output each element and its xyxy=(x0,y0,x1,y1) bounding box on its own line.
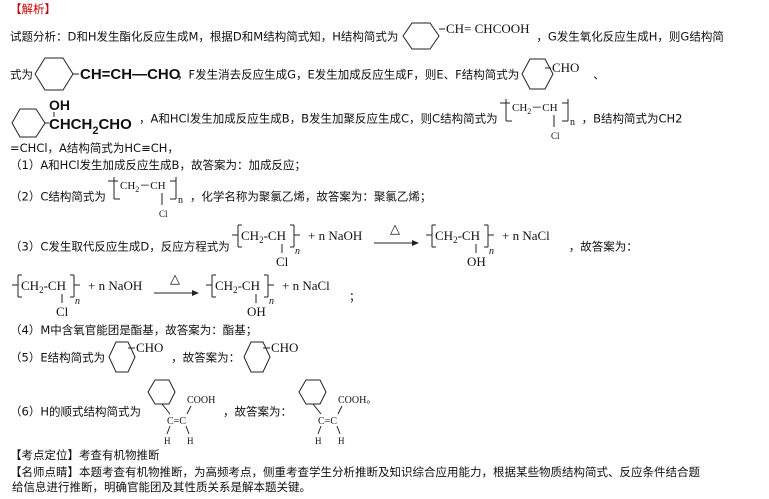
svg-text:+ n NaCl: + n NaCl xyxy=(282,278,330,293)
svg-text:C=C: C=C xyxy=(167,416,186,427)
structure-e: CHO xyxy=(521,58,580,90)
svg-text:CHO: CHO xyxy=(136,340,163,355)
svg-text:+ n NaOH: + n NaOH xyxy=(88,278,142,293)
answer-2: （2）C结构简式为 xyxy=(10,189,106,204)
svg-text:OH: OH xyxy=(467,254,486,269)
section-header: 【解析】 xyxy=(10,2,56,16)
analysis-line-1: 试题分析：D和H发生酯化反应生成M，根据D和M结构简式知，H结构简式为 CH= … xyxy=(10,21,765,53)
analysis-line-3: OH CHCH2CHO ，A和HCl发生加成反应生成B，B发生加聚反应生成C，则… xyxy=(10,97,765,141)
answer-5-line: （5）E结构简式为 CHO ，故答案为： CHO xyxy=(10,340,765,376)
svg-text:CH=CH—CHO: CH=CH—CHO xyxy=(80,66,181,83)
svg-text:n: n xyxy=(178,195,183,206)
answer-4: （4）M中含氧官能团是酯基，故答案为：酯基； xyxy=(10,323,258,337)
answer-6: （6）H的顺式结构简式为 xyxy=(10,404,141,419)
teacher-note: 【名师点睛】本题考查有机物推断，为高频考点，侧重考查学生分析推断及知识综合应用能… xyxy=(10,465,765,480)
exam-point-text: 考查有机物推断 xyxy=(79,448,160,462)
svg-text:Cl: Cl xyxy=(56,304,69,319)
svg-text:△: △ xyxy=(170,271,180,286)
svg-text:H: H xyxy=(338,436,345,446)
teacher-note-text: 本题考查有机物推断，为高频考点，侧重考查学生分析推断及知识综合应用能力，根据某些… xyxy=(79,465,700,479)
answer-3-line: （3）C发生取代反应生成D，反应方程式为 CH2-CH Cl n + n NaO… xyxy=(10,221,765,271)
reaction-equation: CH2-CH Cl n + n NaOH △ CH2-CH OH n + n N… xyxy=(231,221,550,269)
answer-6-text: ，故答案为： xyxy=(222,404,292,419)
svg-text:n: n xyxy=(269,296,274,307)
answer-5: （5）E结构简式为 xyxy=(10,350,106,365)
svg-text:CH2-CH: CH2-CH xyxy=(241,228,286,245)
svg-text:CH2－CH: CH2－CH xyxy=(120,180,166,194)
answer-2-text: ，化学名称为聚氯乙烯，故答案为：聚氯乙烯； xyxy=(189,189,432,204)
svg-text:COOH。: COOH。 xyxy=(338,395,376,406)
exam-point: 【考点定位】考查有机物推断 xyxy=(10,448,765,463)
svg-text:CHCH2CHO: CHCH2CHO xyxy=(49,116,132,137)
structure-e-answer: CHO xyxy=(243,340,299,373)
structure-h: CH= CHCOOH xyxy=(402,21,530,50)
svg-text:OH: OH xyxy=(247,304,266,319)
analysis-text: ，B结构简式为CH2 xyxy=(581,111,683,126)
svg-text:CH2-CH: CH2-CH xyxy=(21,278,66,295)
svg-text:+ n NaOH: + n NaOH xyxy=(308,228,362,243)
analysis-text: ，F发生消去反应生成G，E发生加成反应生成F，则E、F结构简式为 xyxy=(177,67,520,82)
svg-text:H: H xyxy=(187,436,194,446)
structure-c: CH2－CH Cl n xyxy=(499,99,575,141)
answer-2-line: （2）C结构简式为 CH2－CH Cl n ，化学名称为聚氯乙烯，故答案为：聚氯… xyxy=(10,175,765,219)
svg-text:CH2－CH: CH2－CH xyxy=(512,102,558,116)
structure-c: CH2－CH Cl n xyxy=(107,177,183,219)
teacher-note-cont: 给信息进行推断，明确官能团及其性质关系是解本题关键。 xyxy=(12,480,311,494)
svg-text:n: n xyxy=(295,246,300,257)
structure-g: CH=CH—CHO xyxy=(34,57,181,91)
svg-text:CH2-CH: CH2-CH xyxy=(215,278,260,295)
teacher-note-tag: 【名师点睛】 xyxy=(10,465,79,479)
analysis-text: 式为 xyxy=(10,67,33,82)
exam-point-tag: 【考点定位】 xyxy=(10,448,79,462)
analysis-text: =CHCl，A结构简式为HC≡CH， xyxy=(10,141,179,155)
answer-1: （1）A和HCl发生加成反应生成B，故答案为：加成反应； xyxy=(10,158,306,172)
svg-text:n: n xyxy=(489,246,494,257)
svg-text:△: △ xyxy=(390,221,400,236)
svg-text:CH2-CH: CH2-CH xyxy=(435,228,480,245)
analysis-line-2: 式为 CH=CH—CHO ，F发生消去反应生成G，E发生加成反应生成F，则E、F… xyxy=(10,57,765,93)
svg-text:CH= CHCOOH: CH= CHCOOH xyxy=(446,21,530,36)
svg-text:Cl: Cl xyxy=(159,209,168,219)
punctuation: ； xyxy=(349,289,361,304)
structure-e: CHO xyxy=(108,340,164,373)
svg-text:COOH: COOH xyxy=(187,395,215,406)
structure-h-cis: C=C COOH H H xyxy=(147,379,215,446)
analysis-text: ，G发生氧化反应生成H，则G结构简 xyxy=(536,29,724,44)
reaction-equation-answer: CH2-CH Cl n + n NaOH △ CH2-CH OH n + n N… xyxy=(12,271,330,319)
separator: 、 xyxy=(593,67,605,82)
structure-h-cis-answer: C=C COOH。 H H xyxy=(298,379,376,446)
answer-6-line: （6）H的顺式结构简式为 C=C COOH H H ，故答案为： C=C COOH… xyxy=(10,378,765,446)
svg-text:H: H xyxy=(164,436,171,446)
answer-5-text: ，故答案为： xyxy=(171,350,241,365)
answer-3-text: ，故答案为： xyxy=(568,239,638,254)
structure-f: OH CHCH2CHO xyxy=(11,97,132,138)
svg-text:OH: OH xyxy=(49,97,70,113)
analysis-text: ，A和HCl发生加成反应生成B，B发生加聚反应生成C，则C结构简式为 xyxy=(139,111,498,126)
svg-text:+ n NaCl: + n NaCl xyxy=(502,228,550,243)
svg-text:CHO: CHO xyxy=(552,60,579,75)
svg-text:Cl: Cl xyxy=(551,131,560,141)
svg-text:n: n xyxy=(75,296,80,307)
svg-text:n: n xyxy=(570,117,575,128)
svg-text:C=C: C=C xyxy=(318,416,337,427)
answer-3-equation-line: CH2-CH Cl n + n NaOH △ CH2-CH OH n + n N… xyxy=(10,271,765,321)
svg-text:H: H xyxy=(315,436,322,446)
svg-text:CHO: CHO xyxy=(271,340,298,355)
answer-3: （3）C发生取代反应生成D，反应方程式为 xyxy=(10,239,230,254)
analysis-text: 试题分析：D和H发生酯化反应生成M，根据D和M结构简式知，H结构简式为 xyxy=(10,29,399,44)
svg-text:Cl: Cl xyxy=(276,254,289,269)
